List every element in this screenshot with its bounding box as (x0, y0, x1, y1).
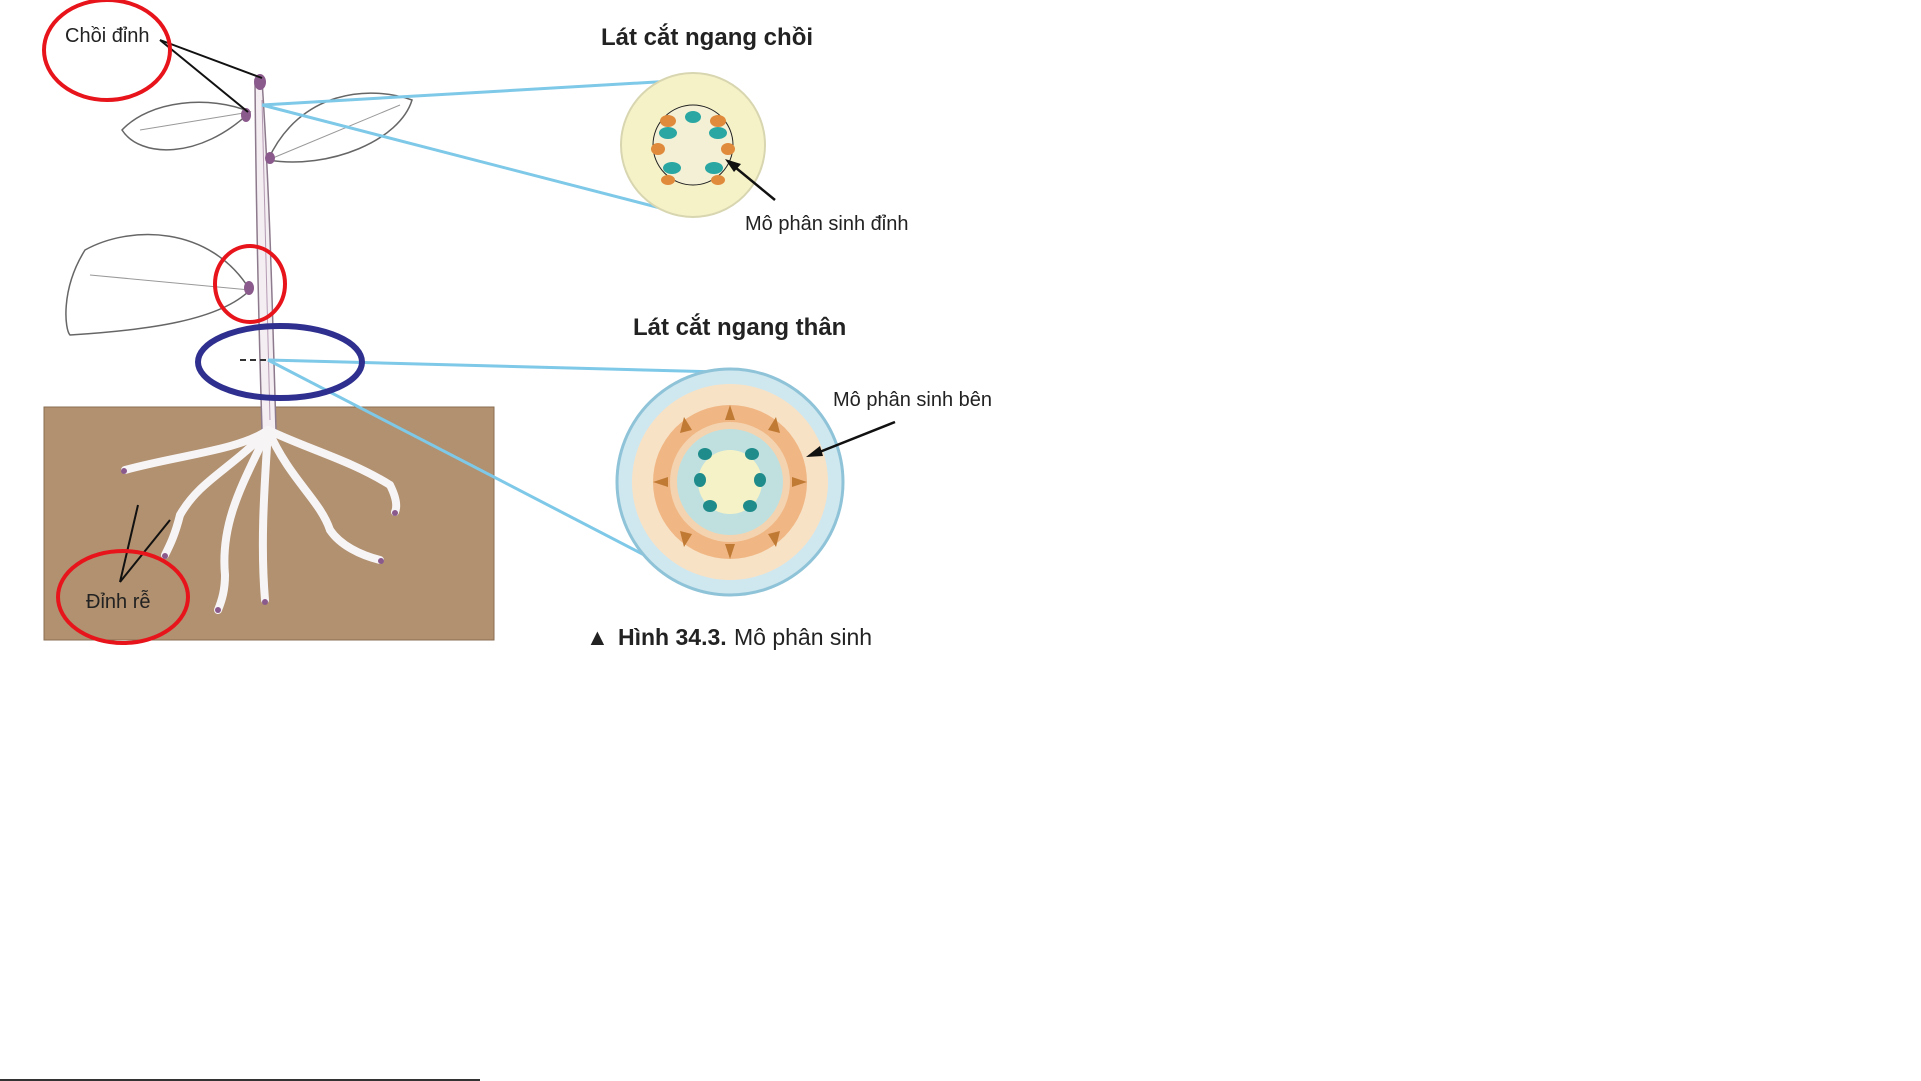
label-lat-cat-than: Lát cắt ngang thân (633, 313, 846, 341)
label-dinh-re: Đỉnh rễ (86, 590, 150, 613)
caption-text: Mô phân sinh (734, 624, 872, 650)
label-mo-phan-sinh-dinh: Mô phân sinh đỉnh (745, 213, 908, 235)
label-lat-cat-choi: Lát cắt ngang chồi (601, 23, 813, 51)
stem-cross-section (617, 369, 843, 595)
lower-left-leaf (66, 235, 250, 335)
highlight-choi-dinh (44, 0, 170, 100)
label-mo-phan-sinh-ben: Mô phân sinh bên (833, 389, 992, 411)
caption-marker: ▲ (586, 624, 609, 650)
caption-number: Hình 34.3. (618, 624, 727, 650)
label-choi-dinh: Chồi đỉnh (65, 25, 150, 47)
shoot-cross-section (621, 73, 765, 217)
upper-left-leaf (122, 102, 250, 150)
